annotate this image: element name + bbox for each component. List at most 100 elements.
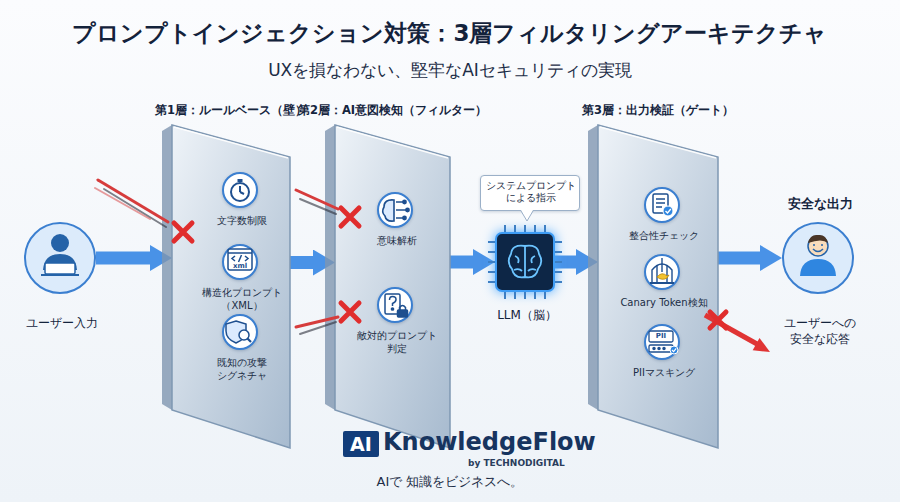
logo-byline: by TECHNODIGITAL (468, 458, 598, 469)
canary-cage-icon (652, 264, 672, 283)
block-cross (341, 303, 359, 321)
question-lock-icon (400, 306, 406, 311)
shield-icon (226, 321, 246, 343)
user-icon (43, 254, 77, 270)
canary-cage-icon (650, 282, 674, 284)
panel-side (325, 125, 335, 410)
pii-card-icon (672, 348, 676, 351)
pii-card-icon (663, 347, 665, 349)
happy-user-icon (800, 235, 836, 276)
panel-side (162, 125, 172, 410)
node-label: ユーザー入力 (7, 316, 117, 332)
item-label: 敵対的プロンプト判定 (356, 329, 438, 355)
item-label: 整合性チェック (619, 229, 709, 242)
document-check-icon (666, 209, 671, 213)
check-item: 敵対的プロンプト判定 (377, 287, 413, 323)
llm-chip: LLM（脳） (495, 232, 555, 292)
panel-side (588, 125, 598, 410)
rejected-output-arrow (753, 338, 770, 352)
code-window-icon (228, 249, 252, 270)
panel-face (598, 125, 718, 448)
happy-user-icon (800, 259, 836, 276)
attack-streak (95, 188, 150, 219)
user-icon (41, 274, 79, 276)
document-check-icon (653, 194, 668, 213)
callout-tail (521, 210, 533, 221)
callout-tail (521, 211, 533, 221)
attack-streak (300, 322, 336, 334)
check-item: Canary Token検知 (644, 254, 680, 290)
glowing-brain (509, 246, 542, 278)
user-icon (51, 234, 69, 252)
pii-card-icon (649, 345, 673, 352)
glowing-brain (509, 246, 542, 278)
question-lock-icon (390, 297, 397, 307)
attack-streak (104, 189, 166, 227)
layer-heading: 第2層：AI意図検知（フィルター） (273, 103, 513, 118)
happy-user-icon (813, 244, 815, 246)
filter-layer-panel: 第2層：AI意図検知（フィルター）意味解析敵対的プロンプト判定 (335, 125, 450, 400)
stopwatch-icon (231, 179, 249, 201)
item-label: 意味解析 (357, 234, 437, 247)
check-item: 意味解析 (377, 192, 413, 228)
panel-highlight (337, 127, 448, 158)
glass-panel (335, 125, 450, 400)
check-item: 既知の攻撃シグネチャ (222, 314, 258, 350)
question-lock-icon (385, 294, 400, 314)
subtitle: UXを損なわない、堅牢なAIセキュリティの実現 (0, 60, 900, 80)
item-label: 既知の攻撃シグネチャ (215, 356, 269, 382)
pii-card-icon (653, 347, 655, 349)
item-label: 構造化プロンプト（XML） (198, 286, 286, 312)
pii-card-icon (649, 331, 673, 342)
node-label: LLM（脳） (477, 308, 577, 324)
canary-cage-icon (657, 274, 669, 280)
brain-circuit-icon (406, 208, 409, 211)
filter-layer-panel: 第3層：出力検証（ゲート）整合性チェックCanary Token検知PIIマスキ… (598, 125, 718, 400)
attack-streak (300, 199, 336, 214)
attack-streak (296, 317, 338, 327)
happy-user-icon (821, 244, 823, 246)
item-label: Canary Token検知 (609, 296, 719, 309)
stopwatch-icon (239, 186, 241, 192)
panel-face (335, 125, 450, 448)
rejected-output-arrow (710, 312, 726, 328)
question-lock-icon (385, 294, 408, 317)
question-lock-icon (398, 310, 408, 317)
document-check-icon (656, 199, 665, 207)
attack-streak (98, 180, 168, 222)
canary-cage-icon (657, 261, 667, 283)
code-window-icon (228, 252, 252, 254)
check-item: 文字数制限 (222, 172, 258, 208)
panel-face (172, 125, 290, 448)
instruction-callout: システムプロンプトによる指示 (480, 175, 580, 211)
glowing-brain (514, 246, 536, 277)
rejected-output-arrow (705, 315, 757, 344)
pii-card-icon (670, 346, 678, 354)
block-cross (341, 208, 359, 226)
happy-user-icon (808, 235, 828, 243)
filter-layer-panel: 第1層：ルールベース（壁）文字数制限構造化プロンプト（XML）既知の攻撃シグネチ… (172, 125, 290, 400)
stopwatch-icon (231, 183, 249, 201)
item-label: 文字数制限 (202, 214, 282, 227)
attack-streak (296, 190, 338, 209)
document-check-icon (653, 194, 673, 216)
code-window-icon (232, 255, 248, 262)
attack-streak (95, 180, 338, 334)
block-cross (174, 208, 359, 321)
item-label: PIIマスキング (619, 366, 709, 379)
stopwatch-icon (240, 192, 244, 194)
tagline: AIで 知識をビジネスへ。 (300, 474, 600, 490)
happy-user-icon (813, 249, 823, 252)
brain-circuit-icon (403, 200, 406, 203)
pii-card-icon (658, 347, 660, 349)
brain-circuit-icon (383, 200, 394, 221)
layer-heading: 第3層：出力検証（ゲート） (548, 103, 768, 118)
rejected-output-arrow (705, 312, 770, 352)
canary-cage-icon (650, 258, 674, 283)
stopwatch-icon (238, 179, 243, 182)
panel-highlight (174, 127, 288, 158)
callout-tail (521, 210, 533, 221)
brain-circuit-icon (403, 216, 406, 219)
